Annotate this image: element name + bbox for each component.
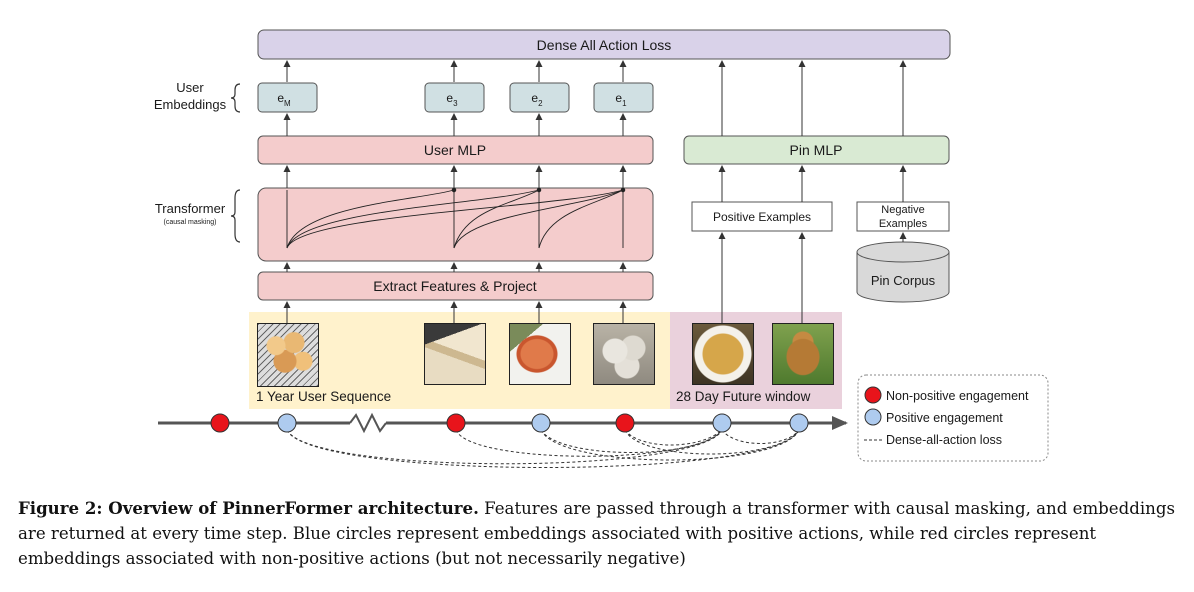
svg-text:eM: eM: [277, 91, 291, 108]
embedding-e3: e3: [424, 82, 485, 113]
dense-all-action-loss-label: Dense All Action Loss: [537, 37, 672, 53]
blue-dot: [531, 413, 551, 433]
negative-examples-label-line2: Examples: [879, 218, 928, 230]
legend-dense-loss-label: Dense-all-action loss: [886, 433, 1002, 447]
salmon-photo: [509, 323, 571, 385]
pin-corpus-label: Pin Corpus: [871, 273, 936, 288]
embedding-e2: e2: [509, 82, 570, 113]
user-mlp-box: [257, 135, 654, 165]
user-embeddings-label-line1: User: [176, 80, 204, 95]
legend-box: [857, 374, 1049, 462]
transformer-causal-lines: [286, 187, 626, 249]
future-window-label: 28 Day Future window: [676, 389, 811, 404]
blue-dot: [789, 413, 809, 433]
user-embeddings-label-line2: Embeddings: [154, 97, 227, 112]
red-dot: [210, 413, 230, 433]
pin-mlp-label: Pin MLP: [790, 142, 843, 158]
pasta-photo: [692, 323, 754, 385]
embedding-e1: e1: [593, 82, 654, 113]
blue-dot: [277, 413, 297, 433]
svg-text:e3: e3: [446, 91, 458, 108]
caption-title: Figure 2: Overview of PinnerFormer archi…: [18, 498, 479, 518]
timeline: [158, 412, 848, 434]
transformer-box: [257, 187, 654, 262]
extract-features-box: [257, 271, 654, 301]
blue-dot: [712, 413, 732, 433]
legend-non-positive-label: Non-positive engagement: [886, 389, 1029, 403]
user-embeddings-brace: [230, 83, 241, 113]
legend-positive-label: Positive engagement: [886, 411, 1003, 425]
svg-text:e2: e2: [531, 91, 543, 108]
dumplings-photo: [593, 323, 655, 385]
svg-text:e1: e1: [615, 91, 627, 108]
architecture-diagram: Dense All Action Loss User Embeddings eM…: [154, 29, 1049, 468]
transformer-sub-label: (causal masking): [164, 219, 217, 226]
figure-caption: Figure 2: Overview of PinnerFormer archi…: [18, 496, 1178, 571]
user-arrows: [283, 60, 627, 323]
extract-features-label: Extract Features & Project: [373, 278, 537, 294]
pin-arrows: [718, 60, 907, 323]
user-mlp-label: User MLP: [424, 142, 486, 158]
caption-text: Features are passed through a transforme…: [18, 499, 1175, 568]
pin-mlp-box: [683, 135, 950, 165]
dense-loss-arcs: [286, 429, 800, 468]
dense-all-action-loss-bar: [257, 29, 951, 60]
negative-examples-box: [856, 201, 950, 232]
positive-examples-box: [691, 201, 833, 232]
legend-blue-dot: [864, 408, 882, 426]
timeline-dots: [210, 413, 809, 433]
transformer-label: Transformer: [155, 201, 226, 216]
red-dot: [446, 413, 466, 433]
sandwich-photo: [424, 323, 486, 385]
dog-photo: [772, 323, 834, 385]
negative-examples-label-line1: Negative: [881, 204, 924, 216]
transformer-brace: [230, 189, 241, 243]
red-dot: [615, 413, 635, 433]
pin-corpus-cylinder: [856, 241, 950, 303]
user-sequence-label: 1 Year User Sequence: [256, 389, 391, 404]
legend-red-dot: [864, 386, 882, 404]
positive-examples-label: Positive Examples: [713, 210, 811, 224]
embedding-eM: eM: [257, 82, 318, 113]
bread-rolls-photo: [257, 323, 319, 387]
